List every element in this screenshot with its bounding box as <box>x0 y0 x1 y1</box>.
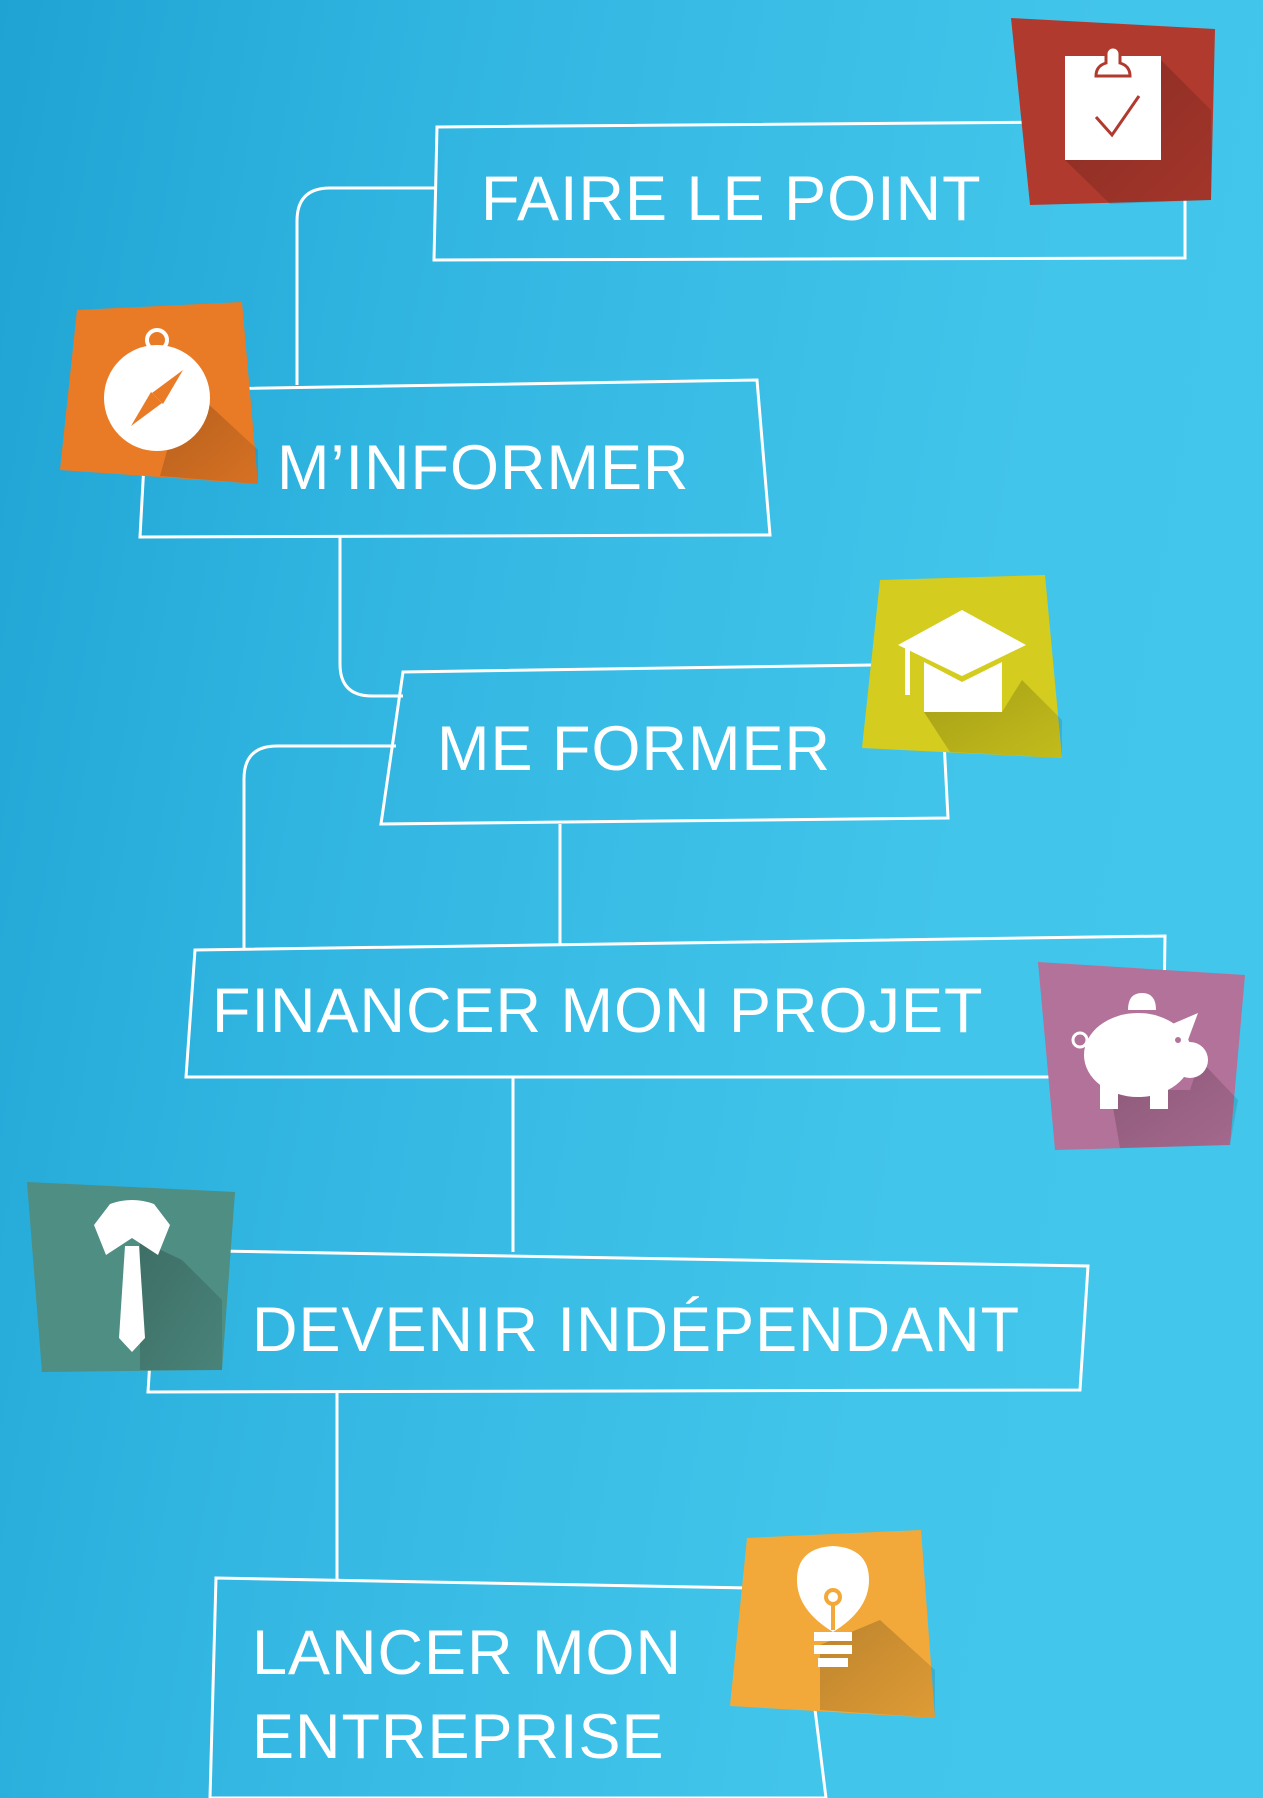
cap-top <box>898 610 1026 676</box>
step-box-m-informer <box>138 378 772 539</box>
piggy-ear <box>1170 1013 1198 1040</box>
step-box-me-former <box>379 662 950 826</box>
bulb-base-2 <box>814 1645 852 1654</box>
connector-faire-to-informer <box>295 186 436 385</box>
piggy-coin <box>1128 993 1156 1010</box>
step-label-lancer-mon-entreprise-line1[interactable]: LANCER MON <box>252 1618 683 1688</box>
clipboard-check-icon <box>1011 18 1215 205</box>
graduation-shadow <box>924 680 1062 758</box>
compass-shadow <box>160 400 258 484</box>
step-label-lancer-mon-entreprise-line2[interactable]: ENTREPRISE <box>252 1702 665 1772</box>
piggy-shadow <box>1110 1060 1238 1148</box>
tie-shadow <box>140 1240 222 1370</box>
step-box-faire-le-point <box>432 119 1187 262</box>
compass-needle-north <box>152 370 183 404</box>
bulb-base-3 <box>818 1658 848 1667</box>
compass-icon <box>60 302 258 484</box>
step-label-devenir-independant[interactable]: DEVENIR INDÉPENDANT <box>252 1295 1021 1365</box>
tie-icon <box>27 1182 235 1372</box>
piggy-leg-back <box>1100 1085 1118 1109</box>
lightbulb-shadow <box>820 1620 935 1718</box>
step-label-financer-mon-projet[interactable]: FINANCER MON PROJET <box>212 976 984 1046</box>
graduation-cap-icon <box>862 575 1062 758</box>
piggy-snout <box>1172 1042 1208 1078</box>
step-label-faire-le-point[interactable]: FAIRE LE POINT <box>481 164 982 234</box>
check-mark <box>1094 95 1141 138</box>
tie-blade <box>119 1246 145 1352</box>
step-label-m-informer[interactable]: M’INFORMER <box>277 433 690 503</box>
bulb-base-1 <box>814 1632 852 1641</box>
piggy-leg-front <box>1150 1085 1168 1109</box>
piggy-tail <box>1071 1031 1089 1049</box>
lightbulb-icon <box>730 1530 935 1718</box>
piggy-bank-icon <box>1038 962 1245 1150</box>
clipboard-shadow <box>1065 60 1211 204</box>
compass-needle-south <box>131 392 162 426</box>
connector-former-to-financer-left <box>242 744 396 950</box>
tie-collar <box>94 1200 170 1255</box>
clipboard-clip <box>1094 45 1132 78</box>
piggy-eye <box>1175 1037 1181 1043</box>
step-label-me-former[interactable]: ME FORMER <box>437 714 831 784</box>
step-box-lancer-mon-entreprise <box>208 1576 828 1798</box>
piggy-body <box>1084 1013 1192 1097</box>
connector-informer-to-former <box>338 537 403 698</box>
cap-base <box>924 662 1002 712</box>
connector-lines <box>242 186 562 1581</box>
cap-tassel <box>905 647 910 695</box>
